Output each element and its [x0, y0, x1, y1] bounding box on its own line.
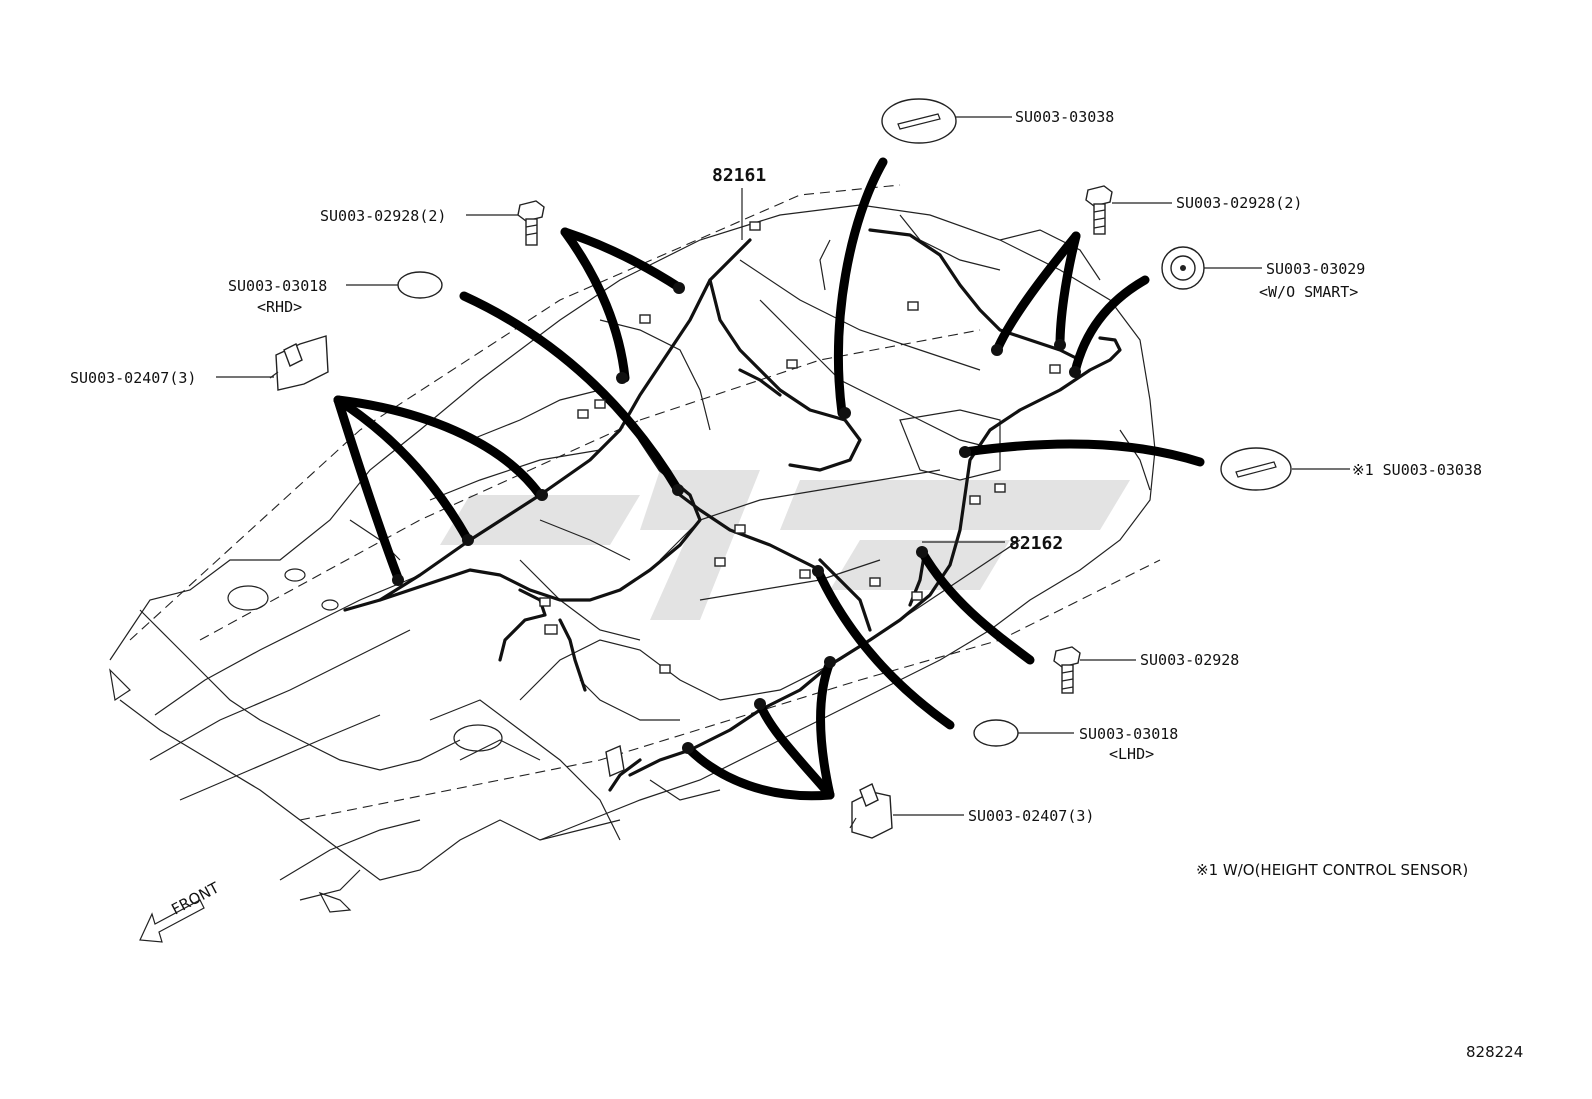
- bolt-icon: [1085, 185, 1113, 235]
- harness-number-82161: 82161: [712, 165, 766, 186]
- clip-icon: [269, 335, 329, 391]
- callout-su003-03029-note: <W/O SMART>: [1259, 283, 1358, 301]
- harness-connectors: [539, 221, 1061, 674]
- callout-su003-03018-lhd: SU003-03018: [1079, 725, 1178, 743]
- callout-su003-02407-3-right: SU003-02407(3): [968, 807, 1094, 825]
- leader-lines: [216, 116, 1350, 816]
- harness-clamps: [333, 157, 1205, 801]
- plug-icon: [881, 98, 957, 144]
- bolt-icon: [517, 200, 545, 246]
- callout-su003-03018-lhd-note: <LHD>: [1109, 745, 1154, 763]
- clip-icon: [849, 783, 893, 839]
- callout-su003-03029: SU003-03029: [1266, 260, 1365, 278]
- part-callouts: SU003-03038 SU003-02928(2) SU003-03029 <…: [70, 108, 1523, 1061]
- callout-su003-03018-rhd-note: <RHD>: [257, 298, 302, 316]
- vehicle-body-outline: [109, 184, 1161, 913]
- figure-number: 828224: [1466, 1043, 1523, 1061]
- plug-icon: [1220, 447, 1292, 491]
- harness-number-82162: 82162: [1009, 533, 1063, 554]
- callout-su003-02928: SU003-02928: [1140, 651, 1239, 669]
- harness-junctions: [392, 282, 1081, 754]
- watermark: [440, 470, 1130, 620]
- grommet-icon: [1161, 246, 1205, 290]
- callout-su003-03038: SU003-03038: [1015, 108, 1114, 126]
- harness-wires: [343, 228, 1122, 792]
- bolt-icon: [1053, 646, 1081, 694]
- callout-su003-02928-2-left: SU003-02928(2): [320, 207, 446, 225]
- front-direction-arrow: FRONT: [139, 878, 223, 943]
- callout-su003-02407-3-left: SU003-02407(3): [70, 369, 196, 387]
- callout-su003-03038-x1: ※1 SU003-03038: [1352, 461, 1482, 479]
- callout-su003-03018-rhd: SU003-03018: [228, 277, 327, 295]
- clip-icon: [605, 745, 625, 777]
- footnote: ※1 W/O(HEIGHT CONTROL SENSOR): [1196, 861, 1468, 879]
- callout-su003-02928-2-right: SU003-02928(2): [1176, 194, 1302, 212]
- plug-icon: [397, 271, 443, 299]
- plug-icon: [973, 719, 1019, 747]
